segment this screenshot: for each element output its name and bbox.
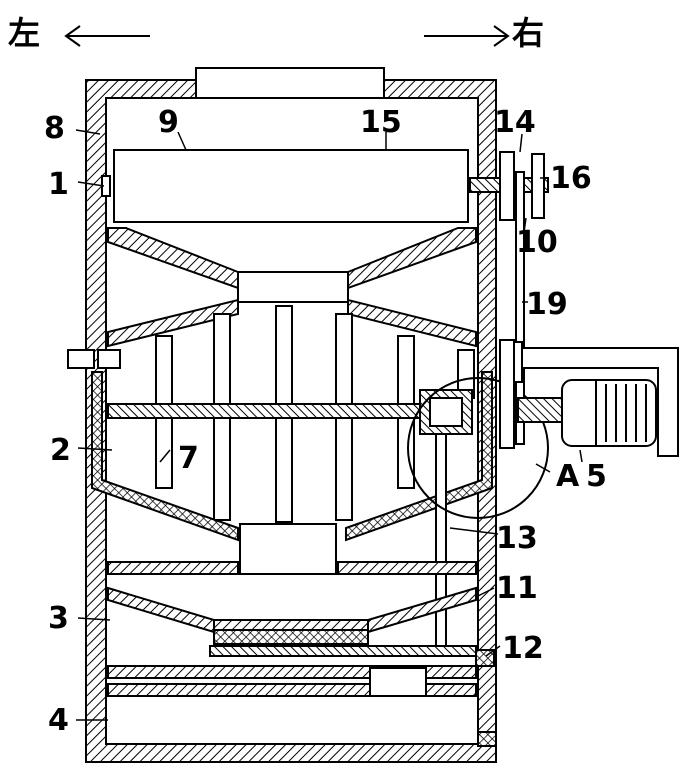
bottom-block bbox=[478, 732, 496, 746]
discharge-neck bbox=[240, 524, 336, 574]
pulley-14 bbox=[500, 152, 514, 220]
sieve-plate bbox=[214, 630, 368, 644]
vertical-shaft bbox=[436, 434, 446, 650]
top-roller bbox=[102, 150, 468, 222]
direction-indicators: 左 右 bbox=[8, 14, 544, 52]
left-label: 左 bbox=[8, 14, 40, 52]
label-2: 2 bbox=[50, 433, 71, 468]
top-inlet bbox=[196, 68, 384, 98]
base-plates bbox=[108, 666, 476, 696]
gearbox bbox=[420, 390, 472, 434]
side-tabs bbox=[68, 350, 120, 368]
label-7: 7 bbox=[178, 441, 199, 476]
label-14: 14 bbox=[494, 105, 536, 140]
label-9: 9 bbox=[158, 105, 179, 140]
left-arrow-icon bbox=[66, 26, 150, 46]
label-13: 13 bbox=[496, 521, 538, 556]
lower-pulley bbox=[500, 340, 514, 448]
label-4: 4 bbox=[48, 703, 69, 738]
label-1: 1 bbox=[48, 167, 69, 202]
main-shaft bbox=[108, 404, 420, 418]
label-8: 8 bbox=[44, 111, 65, 146]
label-5: 5 bbox=[586, 459, 607, 494]
label-15: 15 bbox=[360, 105, 402, 140]
label-10: 10 bbox=[516, 225, 558, 260]
pulley-16 bbox=[532, 154, 544, 218]
label-11: 11 bbox=[496, 571, 538, 606]
label-12: 12 bbox=[502, 631, 544, 666]
right-arrow-icon bbox=[424, 26, 508, 46]
label-3: 3 bbox=[48, 601, 69, 636]
label-19: 19 bbox=[526, 287, 568, 322]
right-label: 右 bbox=[512, 14, 544, 52]
lower-hopper bbox=[108, 588, 476, 632]
slide-plate bbox=[210, 646, 476, 656]
label-a: A bbox=[556, 459, 580, 494]
label-16: 16 bbox=[550, 161, 592, 196]
motor-5 bbox=[562, 380, 656, 446]
